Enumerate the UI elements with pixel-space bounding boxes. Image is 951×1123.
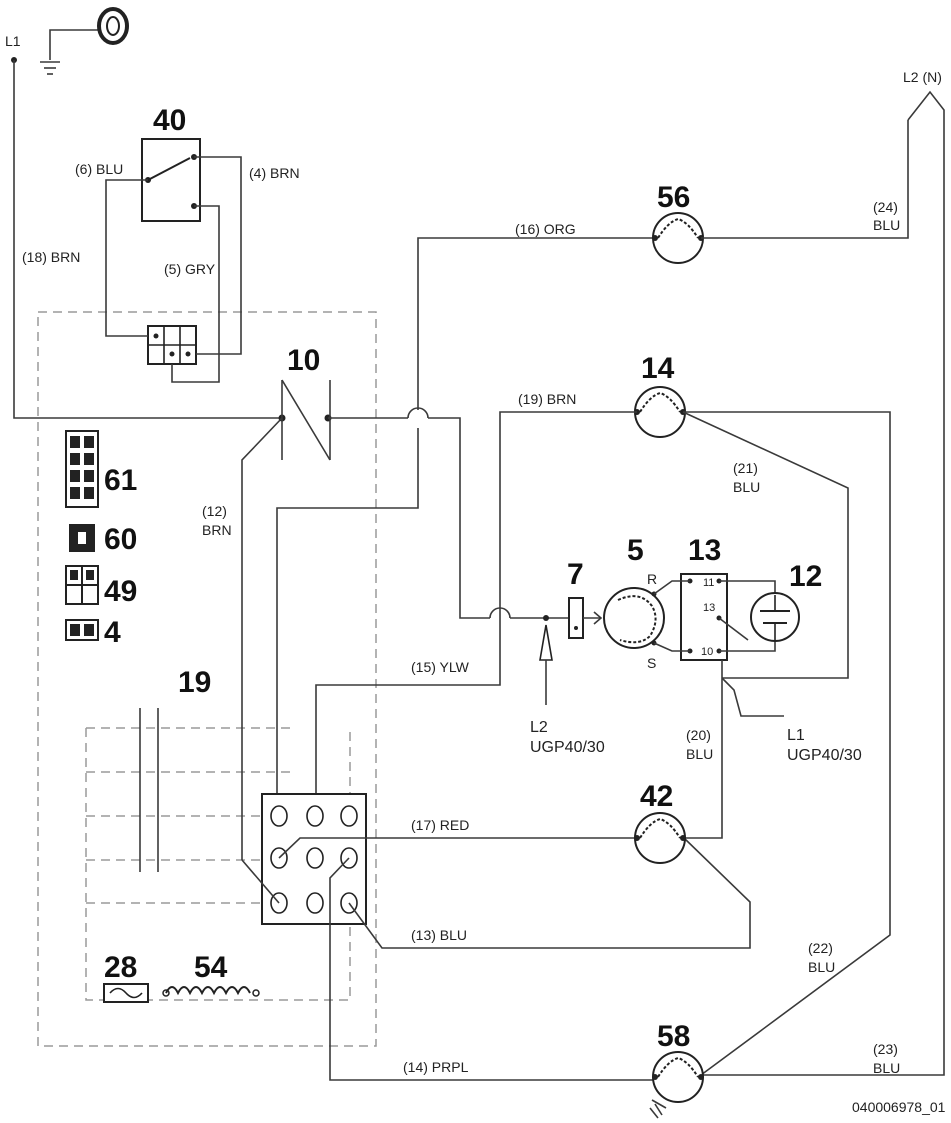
- terminal-L2-ugp: L2: [530, 719, 548, 736]
- component-7: [568, 597, 603, 639]
- wire-label-22-num: (22): [808, 940, 833, 956]
- label-10: 10: [287, 344, 320, 377]
- wire-label-22-color: BLU: [808, 959, 835, 975]
- wire-5: [171, 205, 220, 383]
- connector-49-icon: [65, 565, 99, 605]
- terminal-L1-ugp: L1: [787, 727, 805, 744]
- label-14: 14: [641, 352, 675, 385]
- component-56: [652, 212, 704, 264]
- label-42: 42: [640, 780, 673, 813]
- wire-label-23-color: BLU: [873, 1060, 900, 1076]
- figure-id: 040006978_01: [852, 1099, 946, 1115]
- wire-label-13: (13) BLU: [411, 927, 467, 943]
- label-60: 60: [104, 523, 137, 556]
- wire-label-19: (19) BRN: [518, 391, 576, 407]
- wire-label-15: (15) YLW: [411, 659, 470, 675]
- wire-13: [348, 837, 751, 949]
- switch-40: [141, 138, 201, 222]
- label-40: 40: [153, 104, 186, 137]
- wire-22: [683, 411, 891, 1076]
- relay-13: [680, 573, 728, 661]
- wire-14: [329, 857, 654, 1081]
- wire-label-21-num: (21): [733, 460, 758, 476]
- terminal-10: 10: [701, 646, 713, 658]
- wire-L1: [11, 57, 280, 419]
- terminal-11: 11: [703, 577, 714, 589]
- label-4: 4: [104, 616, 121, 649]
- contactor-19: [139, 708, 159, 872]
- terminal-L1-ugp-model: UGP40/30: [787, 747, 862, 764]
- wire-label-6: (6) BLU: [75, 161, 123, 177]
- component-58: [649, 1051, 704, 1119]
- l1-ugp-pointer: [721, 677, 784, 717]
- connector-4-icon: [65, 619, 99, 641]
- wire-label-5: (5) GRY: [164, 261, 216, 277]
- wire-label-21-color: BLU: [733, 479, 760, 495]
- wire-21: [682, 411, 849, 679]
- label-56: 56: [657, 181, 690, 214]
- wire-19-15: [315, 411, 637, 814]
- ground-symbol-top: [40, 7, 129, 75]
- wire-label-12-color: BRN: [202, 522, 232, 538]
- wire-label-24-color: BLU: [873, 217, 900, 233]
- wire-16: [417, 237, 654, 410]
- label-13: 13: [688, 534, 721, 567]
- control-housing-outline: [37, 311, 377, 1047]
- wire-R: [653, 580, 690, 595]
- connector-61-icon: [65, 430, 99, 508]
- label-28: 28: [104, 951, 137, 984]
- terminal-L2N: L2 (N): [903, 69, 942, 85]
- terminal-R: R: [647, 571, 657, 587]
- wire-16-down: [276, 428, 419, 814]
- wire-label-20-color: BLU: [686, 746, 713, 762]
- wire-24: [701, 120, 909, 239]
- label-49: 49: [104, 575, 137, 608]
- wire-to-motor: [428, 417, 490, 619]
- wire-label-14: (14) PRPL: [403, 1059, 469, 1075]
- coil-54: [162, 986, 260, 997]
- terminal-block-19-outline: [85, 727, 351, 1001]
- wire-label-23-num: (23): [873, 1041, 898, 1057]
- wire-label-24-num: (24): [873, 199, 898, 215]
- terminal-L1: L1: [5, 33, 21, 49]
- terminal-S: S: [647, 655, 656, 671]
- connector-40: [147, 325, 197, 365]
- wire-label-17: (17) RED: [411, 817, 469, 833]
- label-5: 5: [627, 534, 644, 567]
- wire-L2N-23: [701, 90, 945, 1076]
- wire-17: [278, 837, 637, 859]
- limit-switch-10: [241, 379, 332, 860]
- terminal-L2-ugp-model: UGP40/30: [530, 739, 605, 756]
- component-14: [634, 386, 686, 438]
- label-61: 61: [104, 464, 137, 497]
- label-58: 58: [657, 1020, 690, 1053]
- wire-6-18: [105, 179, 148, 337]
- wire-label-16: (16) ORG: [515, 221, 576, 237]
- component-42: [634, 812, 686, 864]
- label-7: 7: [567, 558, 584, 591]
- label-12: 12: [789, 560, 822, 593]
- wire-10-cap: [719, 640, 776, 652]
- capacitor-12: [750, 592, 800, 642]
- component-28: [103, 983, 149, 1003]
- label-54: 54: [194, 951, 228, 984]
- wire-13-internal: [718, 617, 749, 641]
- l2-ugp-pointer: [539, 615, 553, 705]
- wire-4: [194, 156, 242, 355]
- wire-label-4: (4) BRN: [249, 165, 300, 181]
- wire-S: [653, 642, 690, 652]
- wire-label-12-num: (12): [202, 503, 227, 519]
- wire-label-18: (18) BRN: [22, 249, 80, 265]
- wire-label-20-num: (20): [686, 727, 711, 743]
- label-19: 19: [178, 666, 211, 699]
- wire-12-end: [241, 859, 280, 904]
- wire-20: [684, 660, 723, 839]
- motor-5: [603, 587, 665, 649]
- terminal-13: 13: [703, 602, 715, 614]
- wire-11-cap: [719, 580, 776, 593]
- connector-60-icon: [69, 524, 95, 552]
